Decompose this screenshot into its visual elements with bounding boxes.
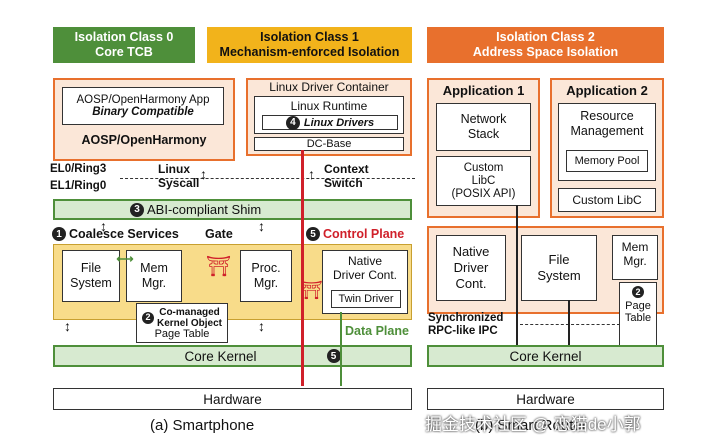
- proc-mgr-label: Proc. Mgr.: [251, 261, 281, 290]
- control-plane-number-badge: 5: [306, 227, 320, 241]
- linux-drivers-number-badge: 4: [285, 115, 300, 130]
- class0-subtitle: Core TCB: [95, 45, 153, 59]
- context-switch-label: Context Switch: [324, 162, 369, 190]
- data-plane-line: [340, 312, 342, 386]
- twin-driver-label: Twin Driver: [338, 293, 394, 305]
- abi-shim-label: ABI-compliant Shim: [147, 202, 262, 217]
- co-managed-number-badge: 2: [141, 311, 154, 324]
- control-plane-line: [301, 150, 304, 386]
- class2-subtitle: Address Space Isolation: [472, 45, 619, 59]
- router-file-system-label: File System: [537, 252, 581, 283]
- smartphone-caption: (a) Smartphone: [150, 417, 255, 434]
- fs-kernel-arrow-icon: ↕: [64, 318, 71, 334]
- abi-shim-number-badge: 3: [130, 202, 144, 217]
- coalesce-label: Coalesce Services: [69, 227, 179, 241]
- privilege-boundary-line: [120, 178, 415, 179]
- router-core-kernel-label: Core Kernel: [509, 348, 582, 364]
- aosp-label: AOSP/OpenHarmony: [81, 133, 207, 147]
- el0-label: EL0/Ring3: [50, 163, 107, 175]
- core-kernel-number-badge: 5: [326, 349, 341, 363]
- custom-libc-label: Custom LibC (POSIX API): [451, 161, 516, 200]
- co-managed-box: 2 Co-managed Kernel Object Page Table: [136, 303, 228, 343]
- data-plane-label: Data Plane: [345, 324, 409, 338]
- file-system-box: File System: [62, 250, 120, 302]
- linux-drivers-label: Linux Drivers: [303, 116, 375, 129]
- custom-libc-box: Custom LibC (POSIX API): [436, 156, 531, 206]
- memory-pool-label: Memory Pool: [574, 155, 640, 167]
- router-mem-mgr-label: Mem Mgr.: [621, 240, 649, 268]
- isolation-class1-header: Isolation Class 1 Mechanism-enforced Iso…: [207, 27, 412, 63]
- hardware-box: Hardware: [53, 388, 412, 410]
- binary-compatible-label: Binary Compatible: [92, 106, 194, 118]
- memory-pool-box: Memory Pool: [566, 150, 648, 172]
- custom-libc2-box: Custom LibC: [558, 188, 656, 212]
- isolation-class0-header: Isolation Class 0 Core TCB: [53, 27, 195, 63]
- twin-driver-box: Twin Driver: [331, 290, 401, 308]
- resource-mgmt-label: Resource Management: [570, 109, 644, 138]
- network-stack-label: Network Stack: [460, 112, 507, 141]
- class0-title: Isolation Class 0: [74, 30, 174, 44]
- hardware-label: Hardware: [203, 391, 262, 407]
- control-plane: 5 Control Plane: [306, 227, 404, 241]
- watermark: 掘金技术社区 @ 恋猫de小郭: [425, 415, 641, 434]
- core-kernel-label: Core Kernel: [184, 348, 257, 364]
- proc-kernel-arrow-icon: ↕: [258, 318, 265, 334]
- dc-base-box: DC-Base: [254, 137, 404, 151]
- router-native-driver-box: Native Driver Cont.: [436, 235, 506, 301]
- class2-title: Isolation Class 2: [496, 30, 595, 44]
- gate-label: Gate: [205, 227, 233, 241]
- router-hardware-label: Hardware: [516, 391, 575, 407]
- fs-kernel-line: [568, 300, 570, 345]
- aosp-app-box: AOSP/OpenHarmony App Binary Compatible: [62, 87, 224, 125]
- linux-syscall-label: Linux Syscall: [158, 162, 200, 190]
- syscall-arrow-icon: ↕: [200, 166, 207, 182]
- el1-label: EL1/Ring0: [50, 180, 107, 192]
- control-plane-label: Control Plane: [323, 227, 405, 241]
- shim-down-arrow-icon: ↕: [100, 218, 107, 234]
- router-mem-mgr-box: Mem Mgr.: [612, 235, 658, 280]
- co-managed-label: Co-managed Kernel Object: [156, 306, 223, 329]
- page-table-label: Page Table: [154, 327, 210, 340]
- router-page-table-label: Page Table: [624, 300, 652, 324]
- linux-driver-container-label: Linux Driver Container: [269, 80, 389, 94]
- linux-drivers-box: 4 Linux Drivers: [262, 115, 398, 130]
- dc-base-label: DC-Base: [306, 138, 352, 150]
- router-file-system-box: File System: [521, 235, 597, 301]
- file-system-label: File System: [70, 261, 112, 290]
- class1-title: Isolation Class 1: [260, 30, 359, 44]
- class1-subtitle: Mechanism-enforced Isolation: [219, 45, 400, 59]
- router-page-table-box: 2 Page Table: [619, 282, 657, 350]
- mem-mgr-box: Mem Mgr.: [126, 250, 182, 302]
- rpc-dashed-line: [520, 324, 620, 325]
- abi-shim-bar: 3 ABI-compliant Shim: [53, 199, 412, 220]
- router-native-driver-label: Native Driver Cont.: [452, 244, 490, 291]
- rpc-label: Synchronized RPC-like IPC: [428, 312, 504, 337]
- native-driver-label: Native Driver Cont.: [332, 254, 397, 282]
- router-core-kernel-bar: Core Kernel: [427, 345, 664, 367]
- application1-label: Application 1: [442, 83, 525, 98]
- core-kernel-bar: Core Kernel 5: [53, 345, 412, 367]
- proc-mgr-box: Proc. Mgr.: [240, 250, 292, 302]
- gate-torii-icon-2: ⛩: [300, 280, 323, 300]
- coalesce-arrow-icon: ⟷: [116, 252, 134, 266]
- coalesce-number-badge: 1: [52, 227, 66, 241]
- linux-runtime-label: Linux Runtime: [290, 99, 368, 113]
- context-switch-arrow-icon: ↑: [308, 166, 315, 182]
- coalesce-services: 1 Coalesce Services: [52, 227, 179, 241]
- application2-label: Application 2: [566, 83, 648, 98]
- isolation-class2-header: Isolation Class 2 Address Space Isolatio…: [427, 27, 664, 63]
- mem-mgr-label: Mem Mgr.: [140, 261, 168, 290]
- network-stack-box: Network Stack: [436, 103, 531, 151]
- router-page-table-number-badge: 2: [632, 286, 644, 298]
- gate-arrow-icon: ↕: [258, 218, 265, 234]
- router-caption: (b) Smart Router: [475, 417, 587, 434]
- libc-kernel-line: [516, 205, 518, 345]
- aosp-app-label: AOSP/OpenHarmony App: [76, 94, 210, 106]
- custom-libc2-label: Custom LibC: [572, 193, 642, 207]
- router-hardware-box: Hardware: [427, 388, 664, 410]
- gate-torii-icon: ⛩: [206, 256, 232, 278]
